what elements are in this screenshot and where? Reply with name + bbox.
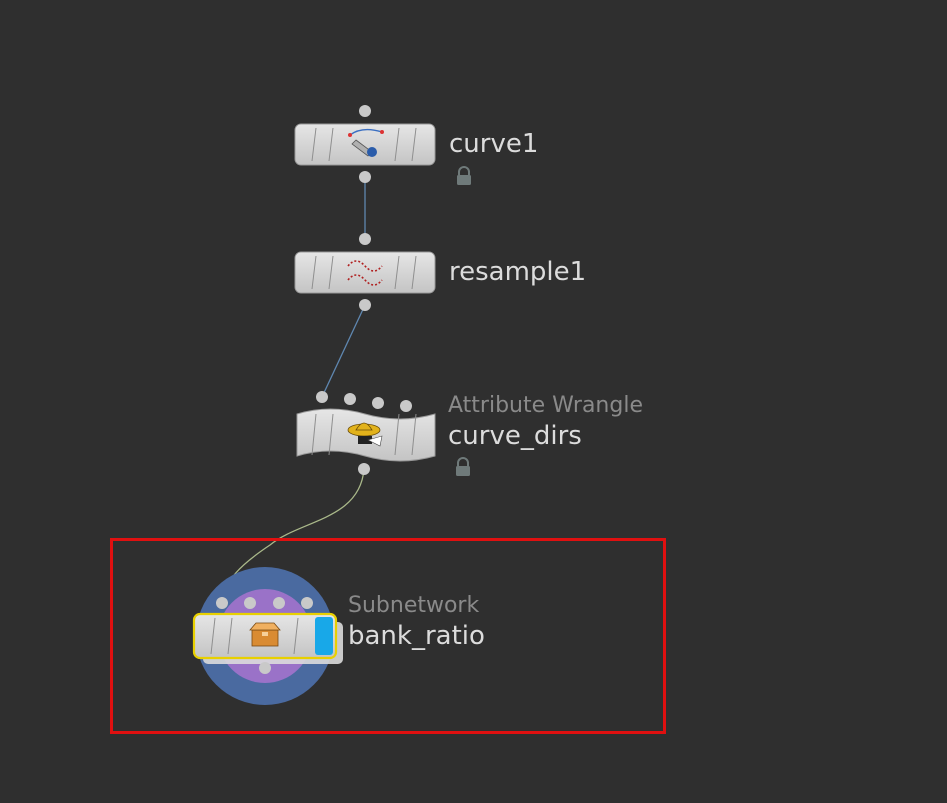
- node-name-resample1: resample1: [449, 257, 587, 287]
- input-connector-4[interactable]: [301, 597, 313, 609]
- input-connector-3[interactable]: [372, 397, 384, 409]
- display-flag[interactable]: [315, 617, 333, 655]
- output-connector[interactable]: [358, 463, 370, 475]
- node-type-label: Subnetwork: [348, 593, 480, 618]
- node-name-curve-dirs: curve_dirs: [448, 421, 582, 451]
- curve-pen-icon: [348, 128, 384, 157]
- node-resample1[interactable]: [294, 233, 436, 311]
- selection-highlight-box: [110, 538, 666, 734]
- node-type-label: Attribute Wrangle: [448, 393, 643, 418]
- node-bank-ratio[interactable]: [192, 567, 343, 705]
- input-connector-4[interactable]: [400, 400, 412, 412]
- wrangler-cowboy-icon: [347, 422, 383, 447]
- output-connector[interactable]: [359, 299, 371, 311]
- output-connector[interactable]: [259, 662, 271, 674]
- input-connector-1[interactable]: [316, 391, 328, 403]
- node-name-curve1: curve1: [449, 129, 539, 159]
- output-connector[interactable]: [359, 171, 371, 183]
- input-connector-3[interactable]: [273, 597, 285, 609]
- subnet-box-icon: [249, 622, 281, 647]
- node-name-bank-ratio: bank_ratio: [348, 621, 485, 651]
- input-connector[interactable]: [359, 233, 371, 245]
- wire-resample1-curve-dirs[interactable]: [321, 304, 366, 398]
- input-connector[interactable]: [359, 105, 371, 117]
- lock-icon: [456, 457, 470, 476]
- input-connector-2[interactable]: [244, 597, 256, 609]
- input-connector-2[interactable]: [344, 393, 356, 405]
- input-connector-1[interactable]: [216, 597, 228, 609]
- node-curve1[interactable]: [294, 105, 436, 183]
- node-curve-dirs[interactable]: [296, 391, 436, 475]
- lock-icon: [457, 166, 471, 185]
- resample-wave-icon: [347, 260, 383, 286]
